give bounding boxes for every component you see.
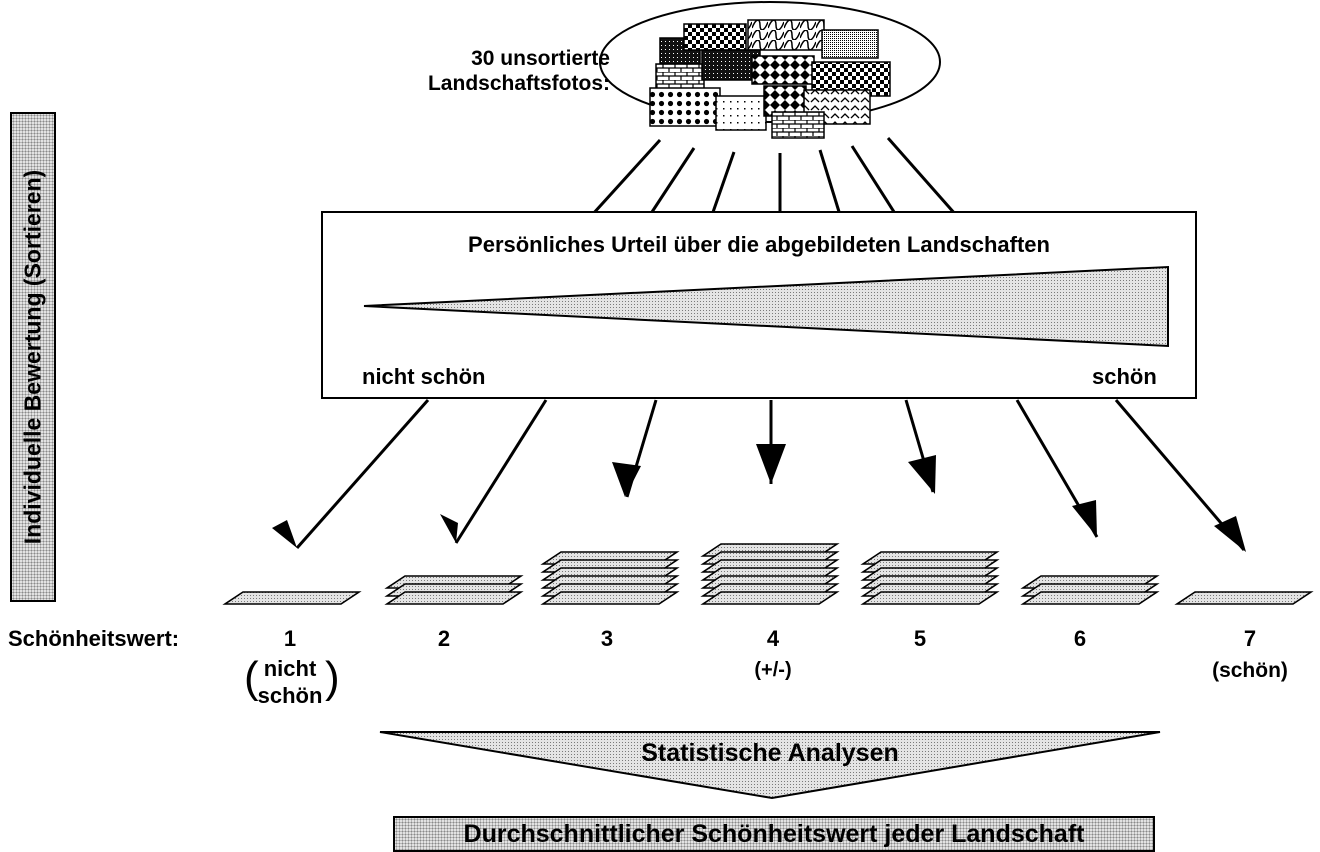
scale-value-7: 7 (schön) — [1190, 626, 1310, 684]
scale-value-4: 4 (+/-) — [728, 626, 818, 682]
photo-thumb — [701, 49, 761, 81]
arrowhead-2 — [440, 514, 458, 543]
arrowheads — [272, 444, 1246, 552]
photo-stack-sheet-3 — [540, 591, 680, 605]
judgement-left-label: nicht schön — [362, 364, 486, 389]
arrowhead-3 — [612, 462, 641, 497]
photo-stack-sheet-5 — [860, 591, 1000, 605]
photo-thumb — [771, 111, 825, 139]
photos-title-line1: 30 unsortierte — [471, 47, 610, 70]
scale-value-2: 2 — [437, 626, 451, 651]
photo-thumb — [821, 29, 879, 59]
scale-label: Schönheitswert: — [8, 626, 180, 651]
paren-close-icon: ) — [325, 653, 340, 702]
photo-collage — [649, 19, 891, 139]
fan-lines — [590, 137, 958, 217]
side-label-box: Individuelle Bewertung (Sortieren) — [10, 112, 56, 602]
photo-stack-sheet-6 — [1020, 591, 1160, 605]
photos-title-line2: Landschaftsfotos: — [427, 72, 610, 96]
photos-title: 30 unsortierte Landschaftsfotos: — [400, 46, 610, 96]
scale-sub-7: (schön) — [1212, 659, 1288, 683]
photo-stacks — [222, 543, 1314, 605]
arrowhead-5 — [908, 455, 936, 494]
arrowhead-1 — [272, 520, 297, 548]
photo-stack-sheet-4 — [700, 591, 840, 605]
side-label: Individuelle Bewertung (Sortieren) — [19, 169, 46, 545]
scale-number-7: 7 — [1243, 626, 1257, 651]
paren-open-icon: ( — [244, 653, 259, 702]
scale-sub-4: (+/-) — [754, 659, 792, 682]
scale-value-1: 1 ( nicht schön ) — [244, 626, 340, 709]
scale-sub-1b: schön — [257, 682, 323, 708]
photo-thumb — [683, 23, 747, 51]
judgement-wedge — [363, 265, 1169, 348]
scale-sub-1a: nicht — [263, 656, 317, 682]
scale-number-4: 4 — [766, 626, 780, 651]
scale-value-5: 5 — [913, 626, 927, 651]
arrow-to-1 — [295, 399, 430, 549]
photo-stack-sheet-2 — [384, 591, 524, 605]
result-label: Durchschnittlicher Schönheitswert jeder … — [463, 820, 1085, 848]
analysis-label: Statistische Analysen — [641, 739, 899, 767]
photo-thumb — [715, 95, 767, 131]
scale-value-3: 3 — [600, 626, 614, 651]
photo-thumb — [655, 63, 705, 91]
arrowhead-7 — [1214, 516, 1246, 552]
scale-value-6: 6 — [1073, 626, 1087, 651]
photo-stack-sheet-7 — [1174, 591, 1314, 605]
photo-collection — [599, 1, 941, 139]
analysis-funnel — [379, 731, 1161, 800]
scale-number-1: 1 — [283, 626, 297, 651]
photo-thumb — [747, 19, 825, 51]
photo-thumb — [751, 55, 815, 85]
result-box: Durchschnittlicher Schönheitswert jeder … — [393, 816, 1155, 852]
judgement-title: Persönliches Urteil über die abgebildete… — [468, 232, 1050, 257]
photo-stack-sheet-1 — [222, 591, 362, 605]
photo-thumb — [649, 87, 721, 127]
arrowhead-4 — [756, 444, 786, 484]
judgement-right-label: schön — [1092, 364, 1157, 389]
arrowhead-6 — [1072, 500, 1097, 537]
arrow-to-2 — [454, 399, 548, 544]
